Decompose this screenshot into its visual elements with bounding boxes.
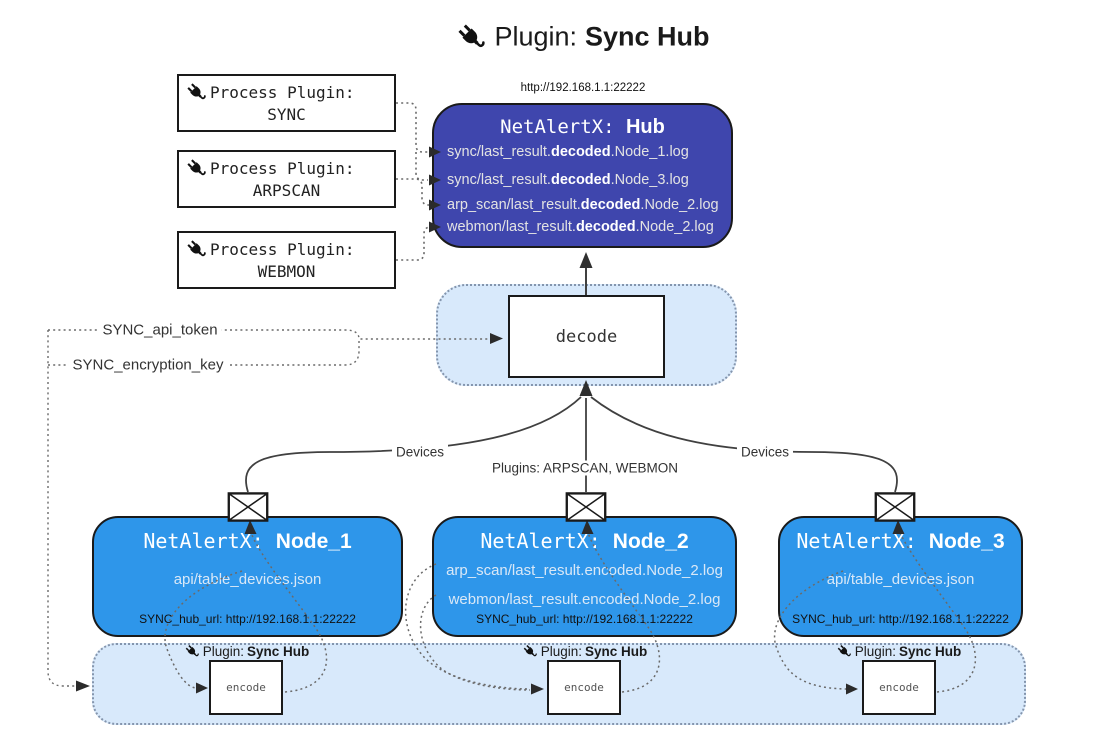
node-title: NetAlertX: Node_1 <box>143 529 352 553</box>
plug-icon <box>456 22 486 52</box>
process-plugin-name: SYNC <box>267 105 306 124</box>
node-1-box: NetAlertX: Node_1 api/table_devices.json… <box>92 516 403 637</box>
process-plugin-webmon-box: Process Plugin: WEBMON <box>177 231 396 289</box>
plugin-sync-hub-label: Plugin: Sync Hub <box>837 644 961 659</box>
encode-label: encode <box>226 681 266 694</box>
encode-box: encode <box>209 660 283 715</box>
process-plugin-sync-box: Process Plugin: SYNC <box>177 74 396 132</box>
title-prefix: Plugin: <box>494 21 578 52</box>
process-plugin-label: Process Plugin: <box>210 159 355 178</box>
plug-icon <box>185 644 200 659</box>
hub-title: NetAlertX: Hub <box>500 116 665 138</box>
node-to-decode-curves <box>245 396 898 493</box>
node-3-box: NetAlertX: Node_3 api/table_devices.json… <box>778 516 1023 637</box>
decode-box: decode <box>508 295 665 378</box>
node-file: api/table_devices.json <box>173 571 322 588</box>
encode-label: encode <box>564 681 604 694</box>
title-name: Sync Hub <box>585 21 710 52</box>
envelope-icon <box>565 492 607 522</box>
plug-icon <box>186 158 207 179</box>
node-2-box: NetAlertX: Node_2 arp_scan/last_result.e… <box>432 516 737 637</box>
hub-log-line: sync/last_result.decoded.Node_3.log <box>447 172 689 188</box>
hub-box: NetAlertX: Hub sync/last_result.decoded.… <box>432 103 733 248</box>
process-plugin-label: Process Plugin: <box>210 83 355 102</box>
decode-label: decode <box>555 326 618 347</box>
plug-icon <box>186 239 207 260</box>
node-file: api/table_devices.json <box>826 571 975 588</box>
page-title: Plugin: Sync Hub <box>456 21 710 53</box>
plugin-sync-hub-label: Plugin: Sync Hub <box>185 644 309 659</box>
plug-icon <box>186 82 207 103</box>
sync-encryption-key-label: SYNC_encryption_key <box>68 356 228 374</box>
sync-hub-url-label: SYNC_hub_url: http://192.168.1.1:22222 <box>792 612 1009 626</box>
envelope-icon <box>874 492 916 522</box>
process-plugin-name: ARPSCAN <box>252 181 321 200</box>
keys-arrows <box>76 333 503 692</box>
plugins-edge-label: Plugins: ARPSCAN, WEBMON <box>487 460 683 476</box>
sync-hub-url-label: SYNC_hub_url: http://192.168.1.1:22222 <box>139 612 356 626</box>
devices-edge-label: Devices <box>736 444 794 460</box>
hub-url-label: http://192.168.1.1:22222 <box>520 82 646 94</box>
hub-log-line: sync/last_result.decoded.Node_1.log <box>447 144 689 160</box>
devices-edge-label: Devices <box>391 444 449 460</box>
arrow-up <box>579 252 593 268</box>
plug-icon <box>523 644 538 659</box>
sync-api-token-label: SYNC_api_token <box>98 321 222 339</box>
hub-log-line: webmon/last_result.decoded.Node_2.log <box>447 219 714 235</box>
envelope-icon <box>227 492 269 522</box>
process-plugin-name: WEBMON <box>257 262 316 281</box>
hub-log-line: arp_scan/last_result.decoded.Node_2.log <box>447 197 719 213</box>
node-title: NetAlertX: Node_3 <box>796 529 1005 553</box>
node-title: NetAlertX: Node_2 <box>480 529 689 553</box>
sync-hub-url-label: SYNC_hub_url: http://192.168.1.1:22222 <box>476 612 693 626</box>
encode-box: encode <box>862 660 936 715</box>
encode-label: encode <box>879 681 919 694</box>
plug-icon <box>837 644 852 659</box>
encode-box: encode <box>547 660 621 715</box>
plugin-connector-lines <box>396 102 432 261</box>
node-file: webmon/last_result.encoded.Node_2.log <box>448 591 721 608</box>
plugin-sync-hub-label: Plugin: Sync Hub <box>523 644 647 659</box>
process-plugin-label: Process Plugin: <box>210 240 355 259</box>
process-plugin-arpscan-box: Process Plugin: ARPSCAN <box>177 150 396 208</box>
node-file: arp_scan/last_result.encoded.Node_2.log <box>446 562 723 579</box>
